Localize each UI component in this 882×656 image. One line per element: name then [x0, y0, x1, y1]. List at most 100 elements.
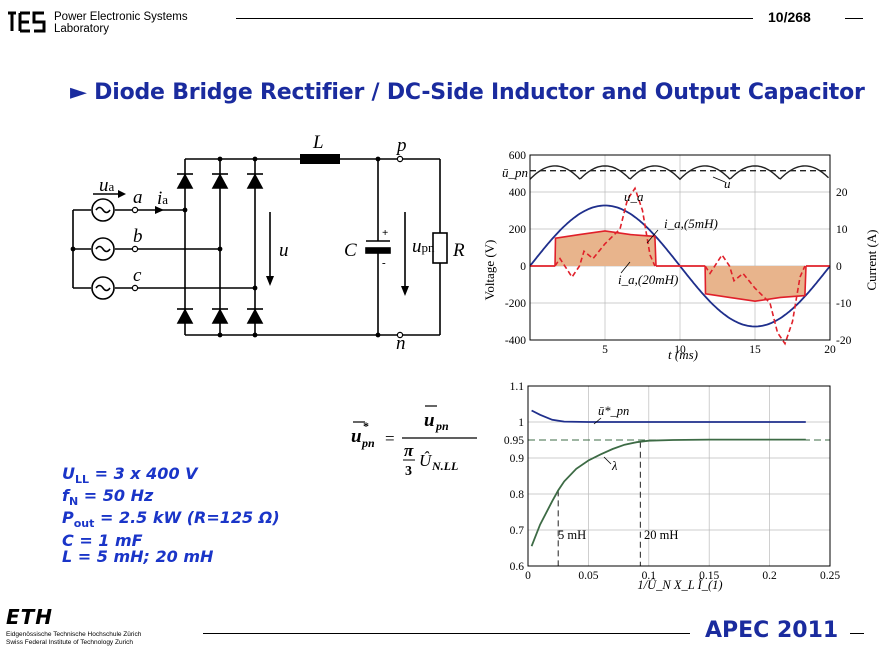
eq-denominator-sub: N.LL [431, 459, 458, 473]
lab-name-line1: Power Electronic Systems [54, 11, 188, 23]
pes-logo [6, 11, 46, 38]
header-rule-left [236, 18, 753, 19]
chart2-ytick-label: 1.1 [510, 381, 525, 393]
resistor-label: R [452, 240, 465, 261]
param-pout: Pout = 2.5 kW (R=125 Ω) [62, 508, 280, 531]
page-number: 10/268 [768, 9, 811, 25]
inductor-label: L [312, 132, 324, 153]
footer-rule-left [203, 633, 690, 634]
eq-lhs-sup: * [363, 419, 369, 433]
node-n-label: n [396, 333, 406, 354]
chart2-xtick-label: 0 [525, 570, 531, 582]
chart1-annotation-ua: u_a [624, 189, 644, 204]
chart2-frame [527, 385, 831, 567]
chart1-annotation-u: u [724, 176, 731, 191]
capacitor-plus: + [382, 227, 388, 239]
param-l: L = 5 mH; 20 mH [62, 546, 214, 566]
chart2-marker-20mh: 20 mH [644, 528, 678, 542]
capacitor-minus: - [382, 257, 386, 269]
lab-name-line2: Laboratory [54, 23, 109, 35]
chart2-xtick-label: 0.25 [820, 570, 840, 582]
chart2-ytick-label: 0.9 [510, 453, 525, 465]
chart1-y2tick-label: 10 [836, 224, 848, 236]
slide-title: ► Diode Bridge Rectifier / DC-Side Induc… [70, 80, 865, 105]
chart1-ylabel: Voltage (V) [482, 240, 497, 301]
output-voltage-label: upn [412, 236, 435, 257]
chart2-ytick-label: 0.95 [504, 435, 524, 447]
chart1-y2label: Current (A) [864, 229, 879, 290]
chart1-xlabel: t (ms) [668, 347, 698, 362]
eq-numerator-sub: pn [435, 419, 449, 433]
eq-pi: π [404, 441, 414, 460]
rectifier-circuit-diagram: L p n C R u upn ua ia a b c + - [70, 132, 465, 354]
chart1-annotation-upn: ū_pn [502, 165, 528, 180]
chart1-frame [529, 154, 831, 341]
footer-rule-right [850, 633, 864, 634]
eq-equals: = [385, 429, 395, 448]
chart2-ytick-label: 1 [518, 417, 524, 429]
chart1-xtick-label: 15 [749, 344, 761, 356]
chart2-xtick-label: 0.1 [642, 570, 657, 582]
chart1-series-ia20-pos [554, 230, 657, 267]
chart2-xlabel: 1/Û_N X_L Î_(1) [637, 578, 722, 592]
eq-denominator-base: Û [419, 451, 433, 470]
chart1-xtick-label: 5 [602, 344, 608, 356]
chart2-ytick-label: 0.7 [510, 525, 525, 537]
chart2-ytick-label: 0.6 [510, 561, 525, 573]
chart1-y2tick-label: -10 [836, 298, 852, 310]
param-ull: ULL = 3 x 400 V [62, 464, 198, 487]
source-voltage-label: ua [99, 175, 115, 196]
chart1-ytick-label: 0 [520, 261, 526, 273]
chart1-annotation-ia5: i_a,(5mH) [664, 216, 718, 231]
phase-label-a: a [133, 187, 143, 208]
chart1-y2tick-label: 20 [836, 187, 848, 199]
chart1-fill-negative [705, 266, 806, 302]
chart1-series-ia5-neg [704, 253, 806, 346]
param-c: C = 1 mF [62, 530, 143, 550]
param-fn: fN = 50 Hz [62, 486, 154, 509]
eq-lhs-base: u [351, 426, 362, 447]
header-rule-right [845, 18, 863, 19]
parameters-block: ULL = 3 x 400 V fN = 50 Hz Pout = 2.5 kW… [62, 466, 280, 565]
chart1-xtick-label: 10 [674, 344, 686, 356]
chart2-marker-5mh: 5 mH [558, 528, 586, 542]
eq-three: 3 [405, 464, 412, 479]
chart2-xtick-label: 0.2 [762, 570, 777, 582]
eq-numerator-base: u [424, 410, 435, 431]
chart1-y2tick-label: 0 [836, 261, 842, 273]
current-label: ia [157, 188, 168, 209]
chart2-ytick-label: 0.8 [510, 489, 525, 501]
chart1-ytick-label: 400 [509, 187, 527, 199]
node-p-label: p [395, 135, 407, 156]
chart1-ytick-label: -200 [505, 298, 526, 310]
chart1-series-ia5-pos [554, 186, 656, 279]
normalized-voltage-equation: u pn * = u pn π 3 Û N.LL [351, 405, 477, 479]
chart2-series-0 [531, 409, 806, 423]
phase-label-b: b [133, 226, 143, 247]
chart1-fill-positive [555, 230, 656, 266]
chart1-series-ia20-neg [704, 265, 807, 303]
chart1-ytick-label: 200 [509, 224, 527, 236]
chart2-xtick-label: 0.15 [699, 570, 719, 582]
lab-name: Power Electronic Systems Laboratory [54, 11, 188, 35]
chart1-ytick-label: -400 [505, 335, 526, 347]
chart1-xtick-label: 20 [824, 344, 836, 356]
dc-voltage-label: u [279, 240, 289, 261]
eth-subtitle: Eidgenössische Technische Hochschule Zür… [6, 631, 141, 647]
eth-line1: Eidgenössische Technische Hochschule Zür… [6, 631, 142, 638]
capacitor-label: C [344, 240, 357, 261]
chart2-annotation-lambda: λ [611, 459, 618, 473]
chart1-annotation-ia20: i_a,(20mH) [618, 272, 678, 287]
chart1-series-u [529, 165, 829, 181]
eq-lhs-sub: pn [361, 436, 375, 450]
chart2-series-1 [530, 438, 806, 547]
chart1-ytick-label: 600 [509, 150, 527, 162]
chart2-annotation-upn: ū*_pn [598, 404, 629, 418]
waveform-chart: 5 10 15 20 -400 -200 0 200 400 600 -20 -10 0 10 20 t (… [482, 150, 879, 362]
eth-line2: Swiss Federal Institute of Technology Zu… [6, 639, 134, 646]
phase-label-c: c [133, 265, 142, 286]
chart1-y2tick-label: -20 [836, 335, 852, 347]
apec-logo: APEC 2011 [705, 618, 839, 643]
chart2-xtick-label: 0.05 [578, 570, 598, 582]
